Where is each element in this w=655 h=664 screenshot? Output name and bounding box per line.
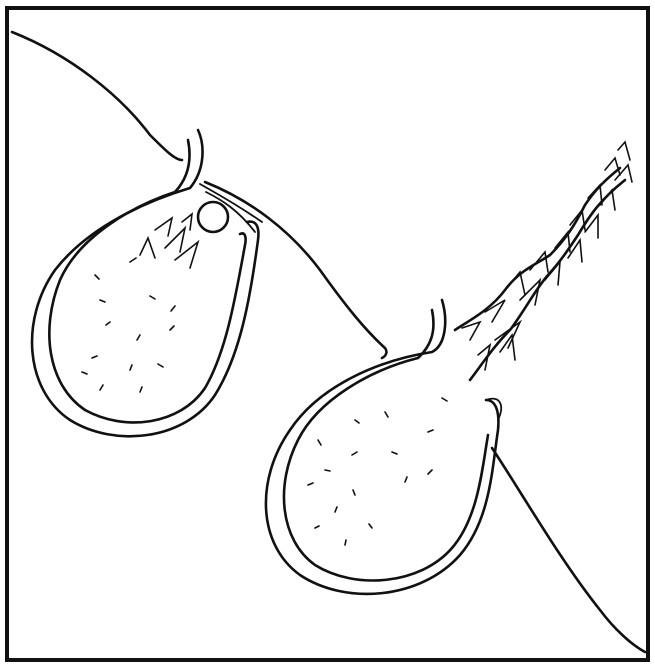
frame-border	[7, 8, 648, 660]
operculum-icon	[198, 202, 228, 232]
